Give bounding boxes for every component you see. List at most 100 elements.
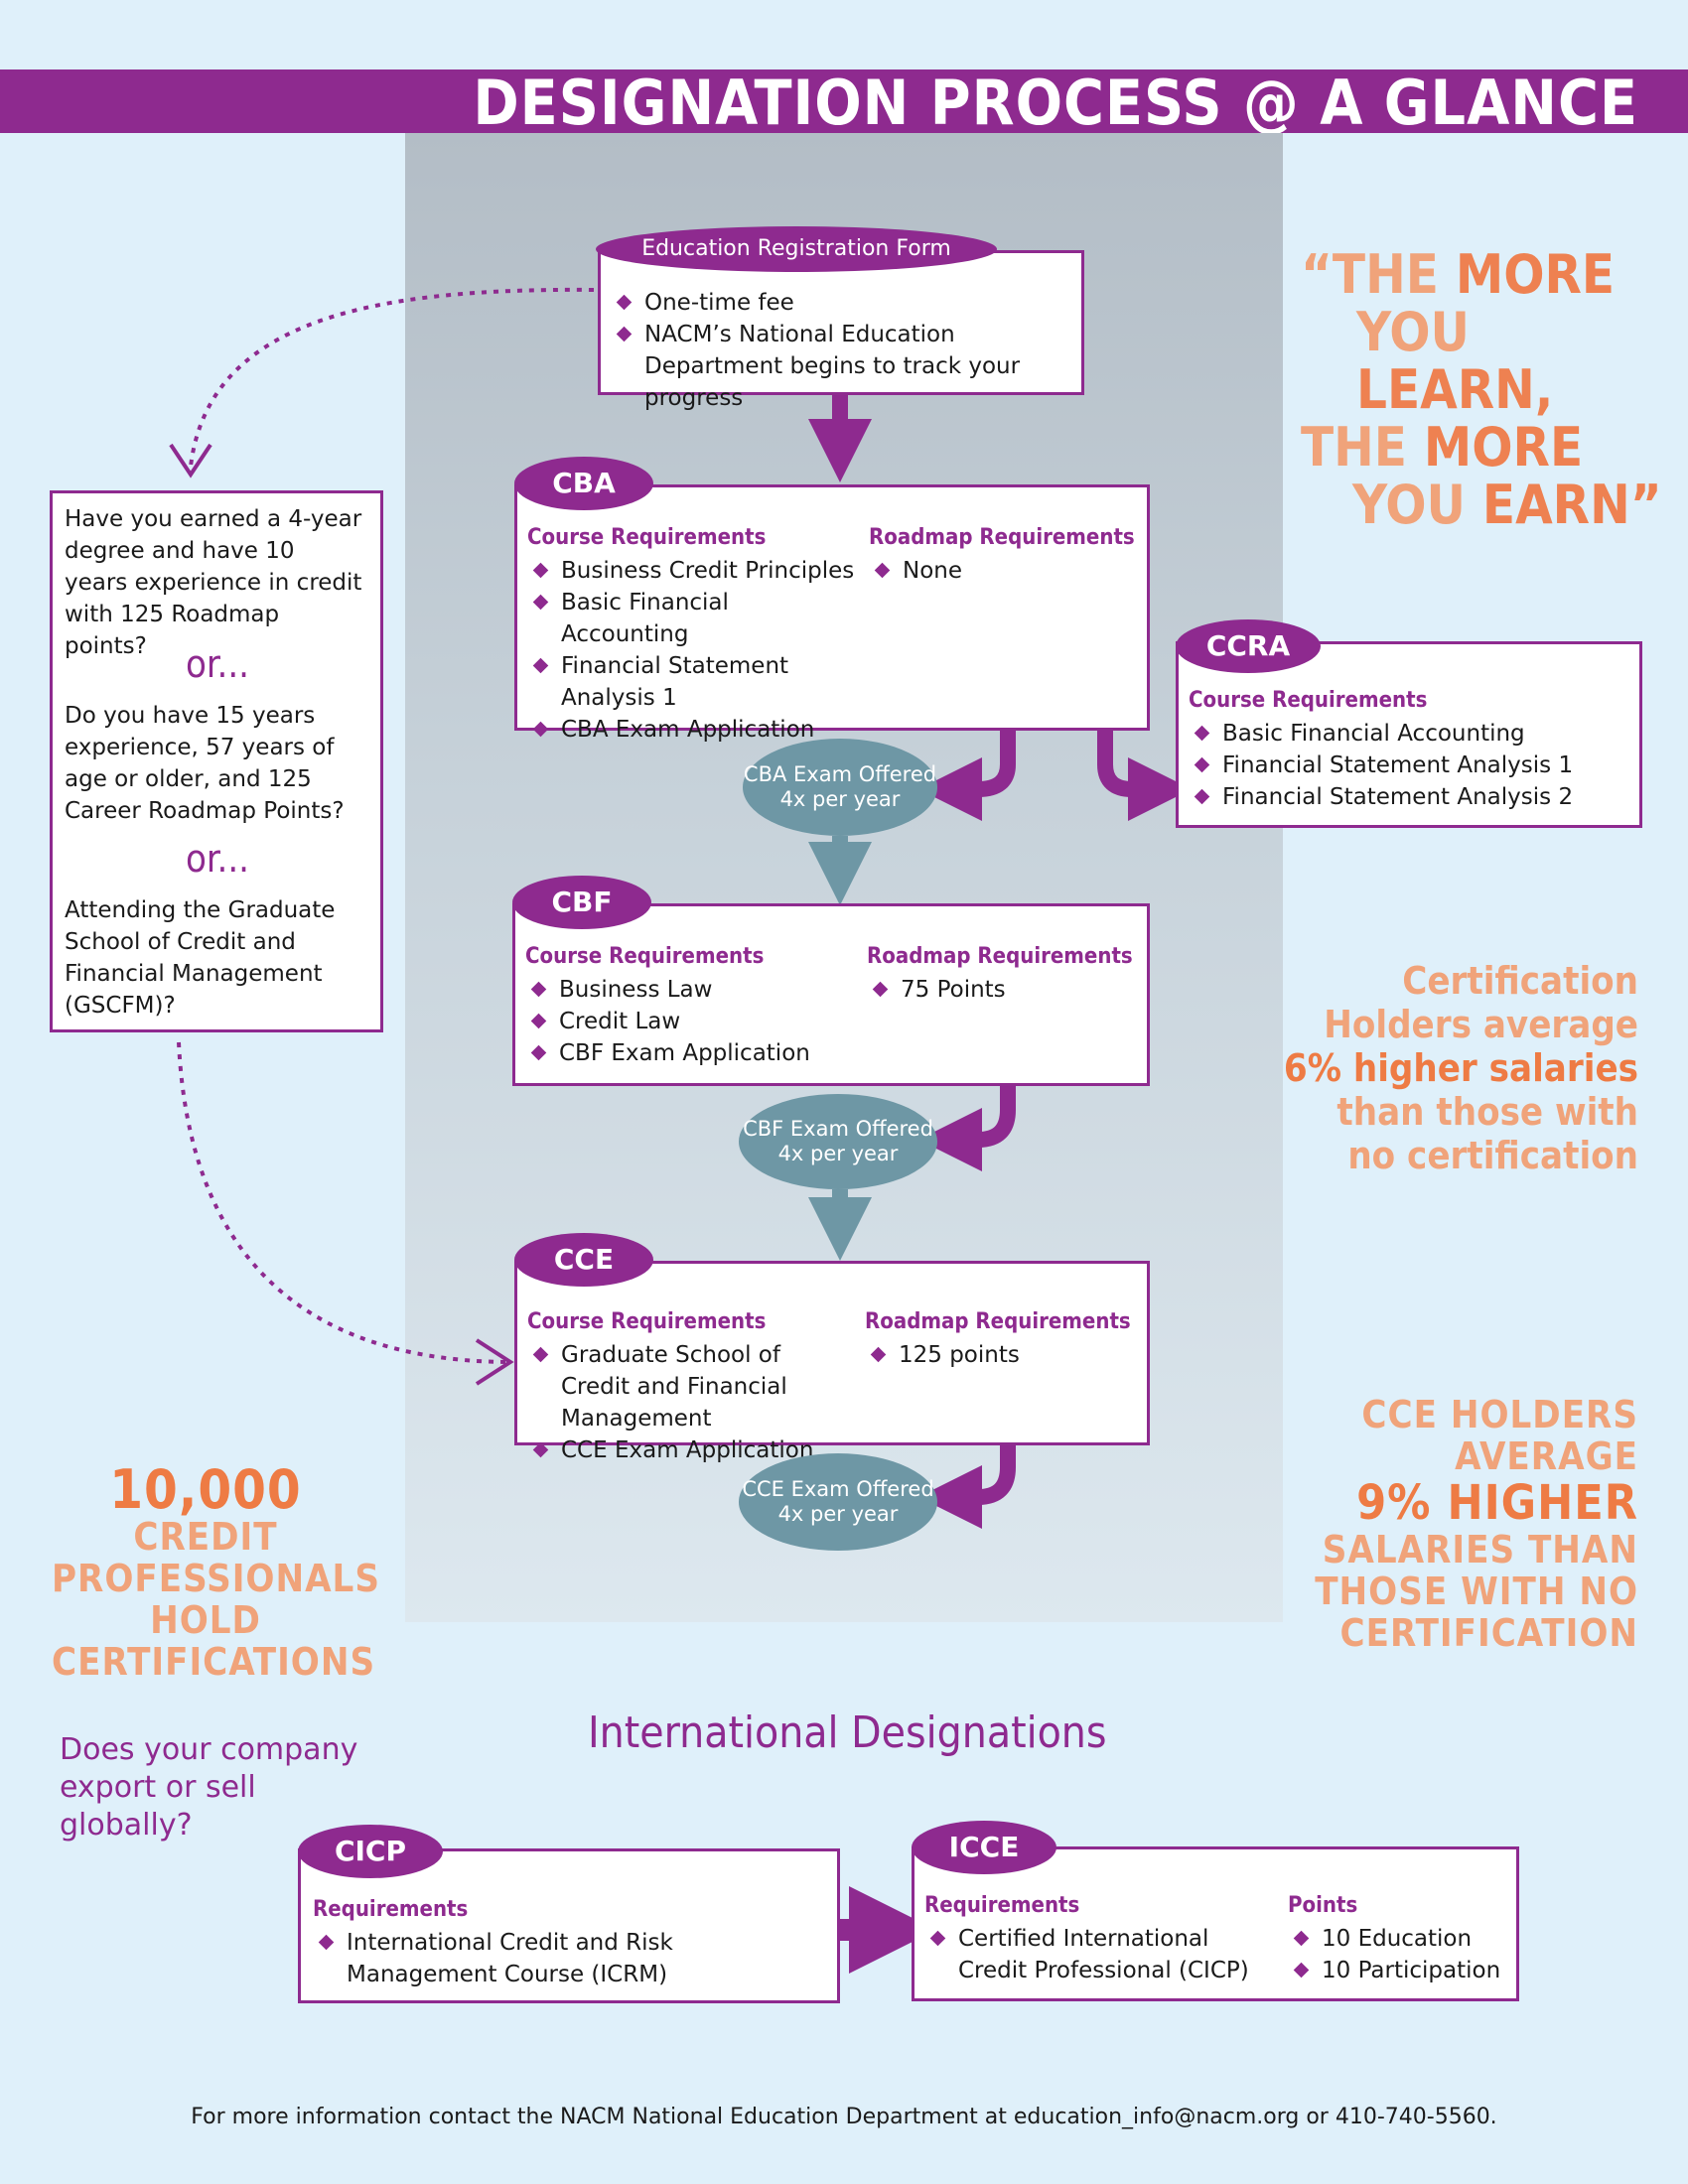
ccra-box: Course Requirements Basic Financial Acco… — [1176, 641, 1642, 828]
list-item: 10 Participation — [1288, 1955, 1506, 1986]
stat-highlight: 6% higher salaries — [1283, 1046, 1638, 1090]
cbf-course-list: Business Law Credit Law CBF Exam Applica… — [525, 974, 853, 1069]
list-item: Business Credit Principles — [527, 555, 855, 587]
cba-roadmap-heading: Roadmap Requirements — [869, 525, 1135, 550]
stat-line: Certification — [1402, 959, 1638, 1003]
cce-course-list: Graduate School of Credit and Financial … — [527, 1339, 855, 1466]
arrow-cbf-exam — [918, 1086, 1016, 1171]
quote-text: “THE MORE YOU LEARN, THE MORE YOU EARN” — [1301, 246, 1678, 534]
registration-list: One-time fee NACM’s National Education D… — [611, 287, 1067, 414]
list-item: 10 Education — [1288, 1923, 1506, 1955]
stat-line: CCE HOLDERS — [1361, 1393, 1638, 1436]
dotted-arrowhead-cce — [475, 1338, 514, 1386]
list-item: CBF Exam Application — [525, 1037, 853, 1069]
list-item: CCE Exam Application — [527, 1434, 855, 1466]
icce-label: ICCE — [912, 1821, 1056, 1874]
list-item: Basic Financial Accounting — [527, 587, 855, 650]
stat-line: HOLD — [150, 1598, 261, 1642]
list-item: 125 points — [865, 1339, 1113, 1371]
quote-line-1: “THE MORE — [1301, 243, 1616, 306]
arrow-cce-exam — [918, 1445, 1016, 1529]
list-item: Certified International Credit Professio… — [924, 1923, 1272, 1986]
cicp-requirements-heading: Requirements — [313, 1897, 469, 1922]
list-item: Business Law — [525, 974, 853, 1006]
list-item: Financial Statement Analysis 1 — [527, 650, 855, 714]
cba-exam-ellipse: CBA Exam Offered 4x per year — [743, 739, 937, 836]
icce-list: Certified International Credit Professio… — [924, 1923, 1272, 1986]
ccra-course-list: Basic Financial Accounting Financial Sta… — [1189, 718, 1625, 813]
list-item: Financial Statement Analysis 2 — [1189, 781, 1625, 813]
cce-label: CCE — [514, 1233, 653, 1287]
ccra-label: CCRA — [1176, 619, 1321, 673]
arrow-cba-to-ccra — [1097, 731, 1192, 821]
quote-line-3: THE MORE — [1301, 416, 1584, 478]
cba-box: Course Requirements Roadmap Requirements… — [514, 484, 1150, 743]
eligibility-box: Have you earned a 4-year degree and have… — [50, 490, 383, 1032]
stat-line: AVERAGE — [1455, 1434, 1638, 1478]
cicp-list: International Credit and Risk Management… — [313, 1927, 819, 1990]
eligibility-question-2: Do you have 15 years experience, 57 year… — [65, 703, 345, 824]
cba-course-heading: Course Requirements — [527, 525, 767, 550]
registration-box: One-time fee NACM’s National Education D… — [598, 250, 1084, 411]
cbf-roadmap-heading: Roadmap Requirements — [867, 944, 1133, 969]
icce-box: Requirements Points Certified Internatio… — [912, 1846, 1519, 2001]
cba-course-list: Business Credit Principles Basic Financi… — [527, 555, 855, 746]
dotted-arrowhead-left — [169, 443, 212, 478]
dotted-arrow-to-cce — [177, 1041, 507, 1364]
page-title: DESIGNATION PROCESS @ A GLANCE — [473, 67, 1638, 139]
stat-line: Holders average — [1324, 1003, 1638, 1046]
list-item: Financial Statement Analysis 1 — [1189, 750, 1625, 781]
cce-roadmap-heading: Roadmap Requirements — [865, 1309, 1131, 1334]
international-title: International Designations — [588, 1707, 1107, 1758]
eligibility-question-3: Attending the Graduate School of Credit … — [65, 897, 336, 1019]
stat-line: no certification — [1347, 1134, 1638, 1177]
list-item: Basic Financial Accounting — [1189, 718, 1625, 750]
list-item: CBA Exam Application — [527, 714, 855, 746]
stat-line: PROFESSIONALS — [52, 1557, 380, 1600]
list-item: Graduate School of Credit and Financial … — [527, 1339, 855, 1434]
list-item: NACM’s National Education Department beg… — [611, 319, 1067, 414]
list-item: One-time fee — [611, 287, 1067, 319]
icce-points-heading: Points — [1288, 1893, 1358, 1918]
stat-line: CERTIFICATION — [1339, 1611, 1638, 1655]
registration-label: Education Registration Form — [596, 226, 997, 272]
stat-line: SALARIES THAN — [1322, 1528, 1638, 1571]
cce-exam-ellipse: CCE Exam Offered 4x per year — [739, 1453, 937, 1551]
international-question: Does your company export or sell globall… — [60, 1732, 358, 1843]
stat-line: than those with — [1336, 1090, 1638, 1134]
cbf-label: CBF — [512, 876, 651, 929]
cce-roadmap-list: 125 points — [865, 1339, 1113, 1371]
cce-box: Course Requirements Roadmap Requirements… — [514, 1261, 1150, 1463]
list-item: None — [869, 555, 1117, 587]
footer-contact: For more information contact the NACM Na… — [191, 2105, 1497, 2129]
stat-line-1: 10,000 CREDIT — [109, 1458, 302, 1559]
cbf-exam-ellipse: CBF Exam Offered 4x per year — [739, 1094, 937, 1189]
eligibility-question-1: Have you earned a 4-year degree and have… — [65, 506, 362, 659]
cicp-box: Requirements International Credit and Ri… — [298, 1848, 840, 2003]
list-item: 75 Points — [867, 974, 1115, 1006]
cbf-course-heading: Course Requirements — [525, 944, 765, 969]
dotted-arrow-to-left-box — [189, 287, 595, 468]
icce-requirements-heading: Requirements — [924, 1893, 1080, 1918]
salary-stat-certification: Certification Holders average 6% higher … — [1281, 959, 1638, 1177]
header-bar — [0, 69, 1688, 133]
stat-highlight: 9% HIGHER — [1356, 1475, 1638, 1531]
quote-line-4: YOU EARN” — [1352, 474, 1662, 536]
cicp-label: CICP — [298, 1825, 443, 1878]
credit-professionals-stat: 10,000 CREDIT PROFESSIONALS HOLD CERTIFI… — [52, 1458, 380, 1684]
cba-roadmap-list: None — [869, 555, 1117, 587]
icce-points-list: 10 Education 10 Participation — [1288, 1923, 1506, 1986]
cbf-box: Course Requirements Roadmap Requirements… — [512, 903, 1150, 1086]
salary-stat-cce: CCE HOLDERS AVERAGE 9% HIGHER SALARIES T… — [1281, 1394, 1638, 1654]
ccra-course-heading: Course Requirements — [1189, 688, 1428, 713]
stat-line: THOSE WITH NO — [1315, 1570, 1638, 1613]
cba-label: CBA — [514, 457, 653, 510]
arrow-cba-exam — [918, 731, 1016, 821]
list-item: Credit Law — [525, 1006, 853, 1037]
cce-course-heading: Course Requirements — [527, 1309, 767, 1334]
or-separator-2: or... — [186, 837, 250, 881]
list-item: International Credit and Risk Management… — [313, 1927, 819, 1990]
or-separator-1: or... — [186, 642, 250, 686]
cbf-roadmap-list: 75 Points — [867, 974, 1115, 1006]
